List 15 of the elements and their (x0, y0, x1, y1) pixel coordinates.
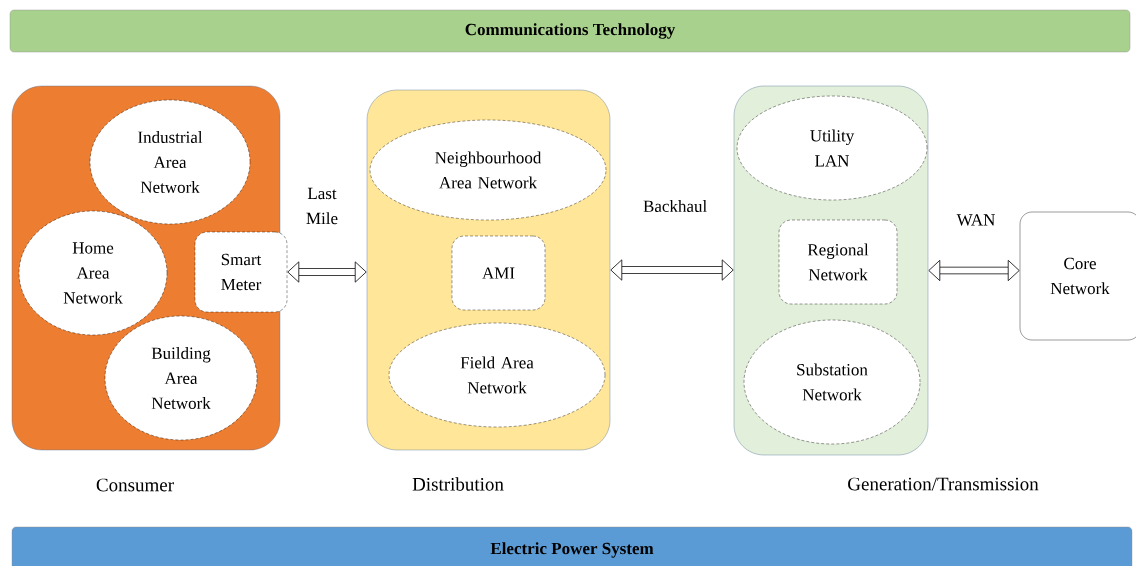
group-heading: Consumer (96, 478, 174, 492)
edge-label: Backhaul (643, 200, 707, 212)
network-box: Core Network (1019, 211, 1136, 341)
edge-label: WAN (956, 214, 995, 226)
double-arrow (610, 259, 734, 281)
network-box: Regional Network (778, 219, 898, 305)
footer-band: Electric Power System (11, 526, 1133, 566)
edge-label: Last Mile (306, 187, 338, 225)
header-band: Communications Technology (9, 9, 1131, 53)
device-box: AMI (451, 235, 546, 311)
double-arrow (928, 259, 1020, 282)
double-arrow (287, 261, 367, 283)
group-heading: Generation/Transmission (848, 477, 1039, 491)
group-heading: Distribution (412, 477, 504, 491)
device-box: Smart Meter (194, 231, 288, 313)
